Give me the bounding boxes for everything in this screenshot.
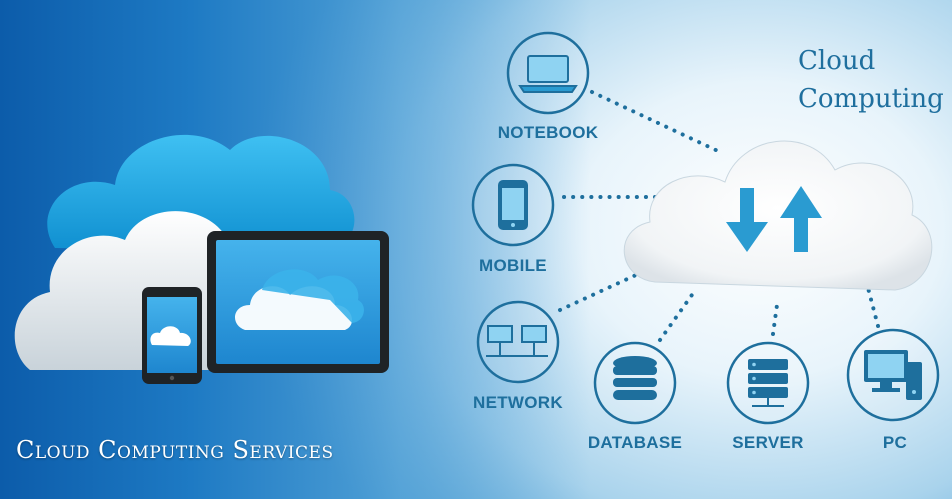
brand-title-line1: Cloud (798, 46, 876, 76)
brand-title-line2: Computing (798, 84, 944, 114)
smartphone-icon (498, 180, 528, 230)
upload-arrow-icon (780, 186, 822, 252)
connector-lines (558, 90, 880, 342)
network-icon (486, 325, 548, 357)
database-icon (613, 356, 657, 400)
server-label: SERVER (732, 433, 804, 452)
pc-label: PC (882, 433, 908, 452)
blue-cloud-illustration (47, 134, 355, 252)
desktop-pc-icon (864, 350, 922, 400)
central-cloud (623, 140, 933, 291)
download-arrow-icon (726, 188, 768, 252)
notebook-label: NOTEBOOK (497, 123, 599, 142)
database-label: DATABASE (587, 433, 683, 452)
network-node (476, 300, 560, 384)
page-caption: Cloud Computing Services (16, 436, 334, 464)
server-icon (748, 359, 788, 407)
laptop-icon (518, 55, 578, 93)
tablet-illustration (207, 231, 389, 373)
phone-illustration (142, 287, 202, 384)
mobile-label: MOBILE (479, 256, 547, 275)
network-label: NETWORK (473, 393, 563, 412)
